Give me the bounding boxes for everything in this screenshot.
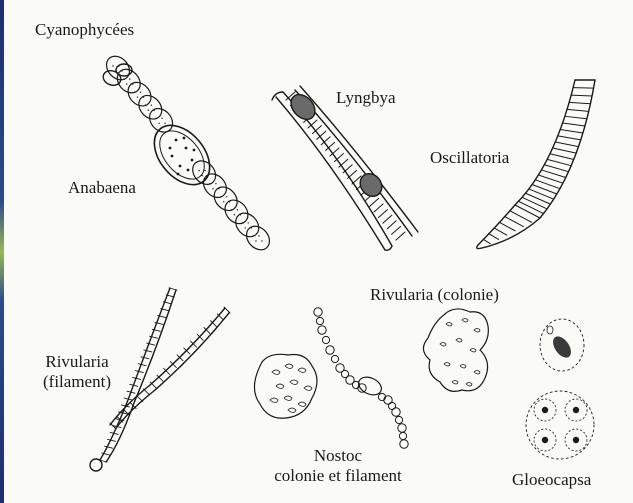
nostoc-filament-drawing (314, 308, 408, 448)
label-anabaena: Anabaena (68, 178, 136, 198)
lyngbya-drawing (272, 86, 418, 250)
anabaena-akinete (143, 115, 220, 195)
nostoc-colony-drawing (254, 354, 317, 418)
label-nostoc: Nostoc colonie et filament (248, 446, 428, 486)
label-oscillatoria: Oscillatoria (430, 148, 509, 168)
label-rivularia-filament-line1: Rivularia (22, 352, 132, 372)
label-gloeocapsa: Gloeocapsa (512, 470, 591, 490)
diagram-title: Cyanophycées (35, 20, 134, 40)
nostoc-bead (398, 424, 406, 432)
label-rivularia-filament-line2: (filament) (22, 372, 132, 392)
anabaena-cell (242, 222, 274, 255)
nostoc-bead (314, 308, 322, 316)
anabaena-cell (145, 104, 177, 137)
nostoc-bead (318, 326, 326, 334)
label-nostoc-line2: colonie et filament (248, 466, 428, 486)
anabaena-drawing (101, 52, 274, 255)
nostoc-bead (326, 346, 334, 354)
gloeocapsa-drawing (526, 319, 594, 459)
label-rivularia-colony: Rivularia (colonie) (370, 285, 499, 305)
label-nostoc-line1: Nostoc (248, 446, 428, 466)
label-lyngbya: Lyngbya (336, 88, 396, 108)
rivularia-colony-drawing (423, 309, 488, 391)
label-rivularia-filament: Rivularia (filament) (22, 352, 132, 392)
